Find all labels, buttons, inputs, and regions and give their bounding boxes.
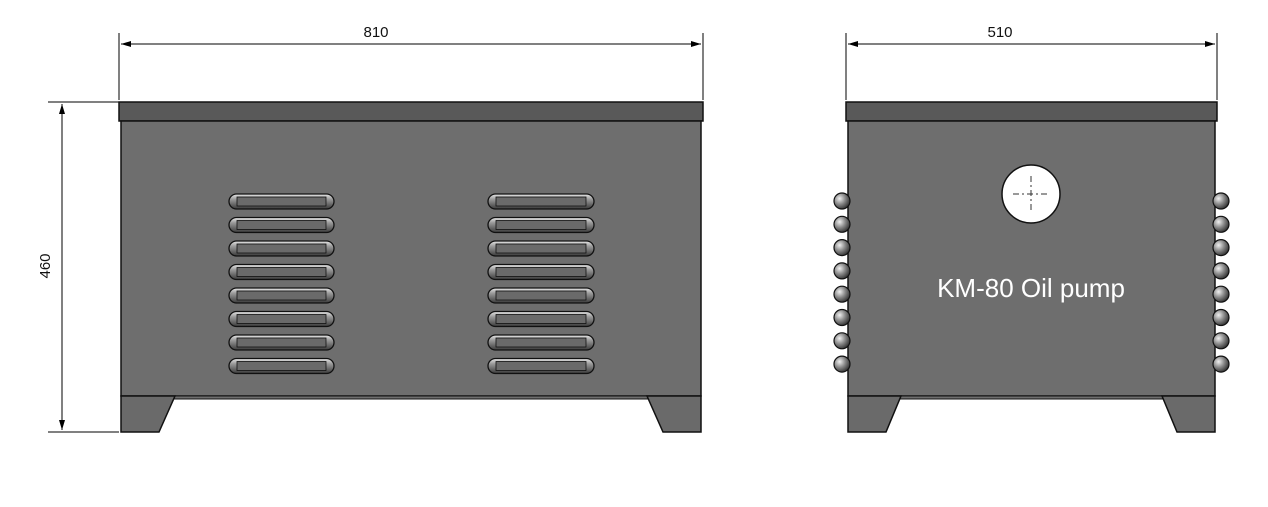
front-lid <box>118 101 704 122</box>
pump-model-label: KM-80 Oil pump <box>937 273 1125 303</box>
left-side-knobs <box>833 192 851 373</box>
side-knob <box>833 262 851 280</box>
side-knob <box>1212 192 1230 210</box>
side-knob <box>833 285 851 303</box>
front-body <box>120 120 702 397</box>
side-right-foot <box>1160 395 1216 433</box>
vent-slot-band <box>236 314 327 324</box>
side-knob <box>1212 332 1230 350</box>
vent-slot-band <box>236 220 327 230</box>
front-height-label: 460 <box>37 253 54 278</box>
side-width-dimension: 510 <box>845 24 1218 100</box>
side-view: 510 KM-80 Oil pump <box>833 24 1230 433</box>
vent-slot-band <box>495 337 587 348</box>
side-knob <box>1212 355 1230 373</box>
side-left-foot <box>847 395 903 433</box>
side-knob <box>1212 308 1230 327</box>
vent-slot-band <box>236 290 327 301</box>
side-knob <box>833 215 851 233</box>
vent-slot-band <box>495 361 587 371</box>
vent-slot-band <box>236 267 327 277</box>
side-knob <box>833 332 851 350</box>
vent-slot-band <box>495 196 587 207</box>
left-vent-group <box>228 193 335 375</box>
side-knob <box>833 355 851 373</box>
right-vent-group <box>487 193 595 375</box>
front-width-label: 810 <box>363 24 388 41</box>
vent-slot-band <box>495 220 587 230</box>
right-side-knobs <box>1212 192 1230 373</box>
front-view: 810 460 <box>37 24 704 433</box>
front-left-foot <box>120 395 177 433</box>
side-knob <box>833 192 851 210</box>
side-body <box>847 120 1216 397</box>
vent-slot-band <box>236 196 327 207</box>
side-knob <box>833 239 851 257</box>
side-knob <box>1212 262 1230 280</box>
side-width-label: 510 <box>987 24 1012 41</box>
vent-slot-band <box>495 267 587 277</box>
front-base <box>120 395 702 400</box>
oil-port <box>1001 164 1061 224</box>
vent-slot-band <box>236 337 327 348</box>
side-knob <box>1212 285 1230 303</box>
side-knob <box>1212 215 1230 233</box>
side-knob <box>833 308 851 327</box>
vent-slot-band <box>236 243 327 254</box>
vent-slot-band <box>236 361 327 371</box>
vent-slot-band <box>495 290 587 301</box>
vent-slot-band <box>495 243 587 254</box>
side-lid <box>845 101 1218 122</box>
front-height-dimension: 460 <box>37 101 119 433</box>
vent-slot-band <box>495 314 587 324</box>
front-right-foot <box>645 395 702 433</box>
front-width-dimension: 810 <box>118 24 704 100</box>
side-knob <box>1212 239 1230 257</box>
